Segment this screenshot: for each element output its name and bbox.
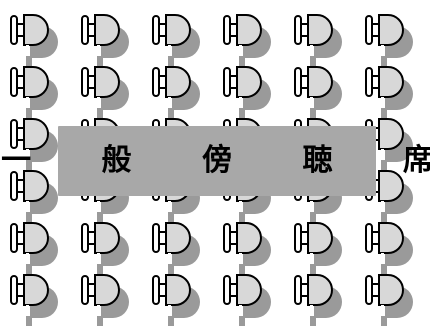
chair-icon	[365, 14, 413, 66]
chair-icon	[10, 274, 58, 326]
banner-title: 一 般 傍 聴 席	[1, 143, 430, 178]
chair-icon	[294, 66, 342, 118]
chair-icon	[81, 222, 129, 274]
chair-icon	[294, 14, 342, 66]
chair-icon	[10, 118, 58, 170]
chair-icon	[10, 66, 58, 118]
chair-icon	[10, 222, 58, 274]
chair-icon	[152, 222, 200, 274]
chair-icon	[10, 14, 58, 66]
chair-icon	[365, 222, 413, 274]
chair-icon	[81, 274, 129, 326]
chair-icon	[223, 274, 271, 326]
chair-icon	[365, 66, 413, 118]
chair-icon	[10, 170, 58, 222]
chair-icon	[152, 274, 200, 326]
chair-icon	[223, 66, 271, 118]
chair-icon	[294, 274, 342, 326]
chair-icon	[152, 66, 200, 118]
chair-icon	[81, 14, 129, 66]
banner: 一 般 傍 聴 席	[1, 126, 430, 196]
chair-icon	[223, 222, 271, 274]
chair-icon	[294, 222, 342, 274]
chair-icon	[81, 66, 129, 118]
chair-icon	[223, 14, 271, 66]
chair-icon	[152, 14, 200, 66]
chair-icon	[365, 274, 413, 326]
